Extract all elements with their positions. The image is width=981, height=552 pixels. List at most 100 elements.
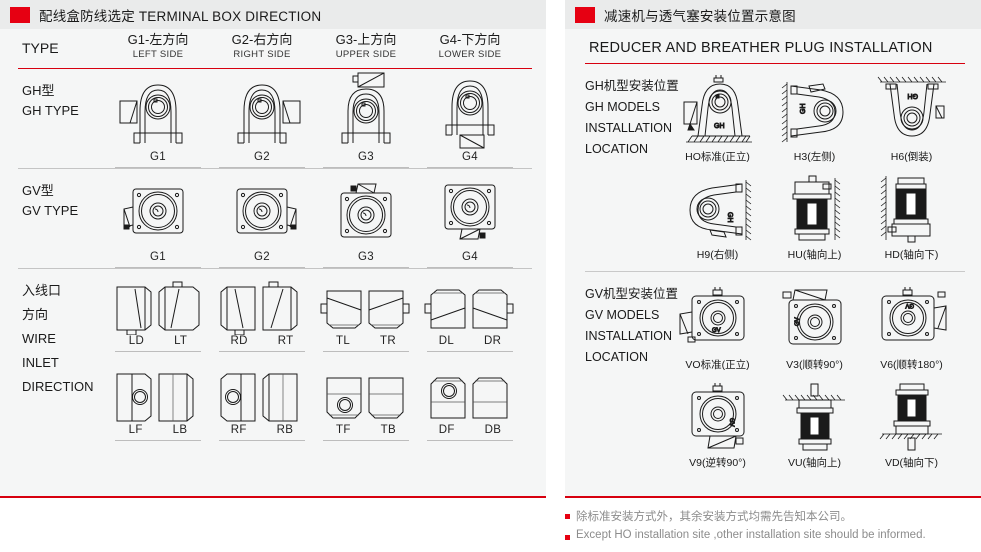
gv-g3-drawing <box>314 169 418 251</box>
wire-label-line-1: 入线口 <box>22 283 62 299</box>
right-panel-red-divider <box>585 63 965 65</box>
footnote-en: Except HO installation site ,other insta… <box>565 529 981 541</box>
diagram-cell-gv-g4: G4 <box>418 169 522 269</box>
install-cell-h9: GH H9(右侧) <box>669 170 766 262</box>
install-cell-hu: HU(轴向上) <box>766 170 863 262</box>
wire-ld-lt-drawing <box>106 269 210 336</box>
wire-label-line-2: 方向 <box>22 307 49 323</box>
install-caption-h6: H6(倒装) <box>890 151 933 164</box>
cell-underline <box>427 167 513 169</box>
wire-label-ld: LD <box>128 335 145 348</box>
gh-models-row-1: GH HO标准(正立) <box>669 72 981 164</box>
left-panel-header: 配线盒防线选定 TERMINAL BOX DIRECTION <box>0 0 546 29</box>
gh-cells: G1 <box>106 69 546 169</box>
column-header-g1-en: LEFT SIDE <box>132 49 184 60</box>
gv-label-line-3: INSTALLATION <box>585 329 673 344</box>
install-caption-v9: V9(逆转90°) <box>689 457 746 470</box>
left-panel-title: 配线盒防线选定 TERMINAL BOX DIRECTION <box>39 8 322 24</box>
gh-models-section: GH机型安装位置 GH MODELS INSTALLATION LOCATION <box>565 64 981 262</box>
wire-label-line-4: INLET <box>22 355 59 371</box>
wire-labels-tl-tr: TL TR <box>314 335 418 351</box>
install-caption-vo: VO标准(正立) <box>685 359 750 372</box>
wire-label-lf: LF <box>128 424 143 437</box>
terminal-box-direction-panel: 配线盒防线选定 TERMINAL BOX DIRECTION TYPE G1-左… <box>0 0 546 498</box>
gh-label-line-4: LOCATION <box>585 142 648 157</box>
gv-g4-drawing <box>418 169 522 251</box>
table-header-row: TYPE G1-左方向 LEFT SIDE G2-右方向 RIGHT SIDE … <box>0 29 546 65</box>
cell-underline <box>115 267 201 269</box>
cell-underline <box>427 351 513 353</box>
wire-inlet-row-1: LD LT <box>106 269 546 353</box>
wire-labels-rd-rt: RD RT <box>210 335 314 351</box>
install-caption-h3: H3(左侧) <box>793 151 836 164</box>
table-row-gh-type: GH型 GH TYPE <box>0 69 546 169</box>
cell-label-gh-g4: G4 <box>462 151 478 164</box>
gv-models-row-1: GV VO标准(正立) <box>669 280 981 372</box>
wire-label-rf: RF <box>230 424 247 437</box>
wire-tl-tr-drawing <box>314 269 418 335</box>
wire-labels-ld-lt: LD LT <box>106 335 210 351</box>
gh-models-label: GH机型安装位置 GH MODELS INSTALLATION LOCATION <box>565 72 679 262</box>
svg-text:GH: GH <box>800 104 807 115</box>
right-panel-header: 减速机与透气塞安装位置示意图 <box>565 0 981 29</box>
bullet-square-icon <box>565 535 570 540</box>
right-panel-bottom-rule <box>565 496 981 498</box>
wire-label-rb: RB <box>276 424 294 437</box>
gh-g2-drawing <box>210 69 314 151</box>
column-header-g1: G1-左方向 LEFT SIDE <box>106 32 210 60</box>
cell-underline <box>427 440 513 442</box>
svg-text:GH: GH <box>714 123 725 130</box>
install-cell-v3: GV V3(顺转90°) <box>766 280 863 372</box>
cell-underline <box>323 267 409 269</box>
install-cell-v6: GV V6(顺转180°) <box>863 280 960 372</box>
left-panel-bottom-rule <box>0 496 546 498</box>
gv-models-grid: GV VO标准(正立) <box>669 280 981 470</box>
install-caption-vd: VD(轴向下) <box>884 457 939 470</box>
wire-inlet-row-2: LF LB <box>106 360 546 442</box>
wire-labels-rf-rb: RF RB <box>210 424 314 440</box>
red-square-marker-icon <box>10 6 30 23</box>
diagram-cell-gh-g1: G1 <box>106 69 210 169</box>
footnote-cn-text: 除标准安装方式外，其余安装方式均需先告知本公司。 <box>576 511 852 523</box>
gh-gv-divider <box>18 168 532 170</box>
cell-underline <box>427 267 513 269</box>
wire-label-tl: TL <box>336 335 351 348</box>
column-header-g4: G4-下方向 LOWER SIDE <box>418 32 522 60</box>
wire-cell-rd-rt: RD RT <box>210 269 314 353</box>
cell-underline <box>219 167 305 169</box>
row-label-gv: GV型 GV TYPE <box>0 169 106 268</box>
wire-label-tr: TR <box>380 335 396 348</box>
wire-labels-lf-lb: LF LB <box>106 424 210 440</box>
wire-labels-dl-dr: DL DR <box>418 335 522 351</box>
wire-cell-tl-tr: TL TR <box>314 269 418 353</box>
wire-label-tb: TB <box>380 424 396 437</box>
diagram-cell-gv-g1: G1 <box>106 169 210 269</box>
wire-rf-rb-drawing <box>210 360 314 424</box>
red-square-marker-icon <box>575 6 595 23</box>
row-label-gv-en: GV TYPE <box>22 203 79 219</box>
gv-cells: G1 <box>106 169 546 269</box>
install-cell-h6: GH H6(倒装) <box>863 72 960 164</box>
cell-underline <box>219 440 305 442</box>
wire-cell-tf-tb: TF TB <box>314 360 418 442</box>
header-red-divider <box>18 68 532 70</box>
v9-drawing: GV <box>672 378 764 452</box>
column-header-g4-en: LOWER SIDE <box>438 49 502 60</box>
column-header-g4-cn: G4-下方向 <box>439 32 501 47</box>
diagram-cell-gh-g2: G2 <box>210 69 314 169</box>
gh-models-grid: GH HO标准(正立) <box>669 72 981 262</box>
install-caption-hd: HD(轴向下) <box>884 249 939 262</box>
wire-cell-df-db: DF DB <box>418 360 522 442</box>
wire-label-line-3: WIRE <box>22 331 56 347</box>
gv-models-label: GV机型安装位置 GV MODELS INSTALLATION LOCATION <box>565 280 678 470</box>
wire-df-db-drawing <box>418 360 522 424</box>
cell-underline <box>115 351 201 353</box>
gh-label-line-2: GH MODELS <box>585 100 661 115</box>
right-panel-title: 减速机与透气塞安装位置示意图 <box>604 8 796 24</box>
wire-label-dl: DL <box>438 335 455 348</box>
column-header-g3: G3-上方向 UPPER SIDE <box>314 32 418 60</box>
footnote-en-text: Except HO installation site ,other insta… <box>576 529 926 541</box>
type-header-cell: TYPE <box>22 40 59 56</box>
bullet-square-icon <box>565 514 570 519</box>
row-label-gh-cn: GH型 <box>22 83 55 99</box>
